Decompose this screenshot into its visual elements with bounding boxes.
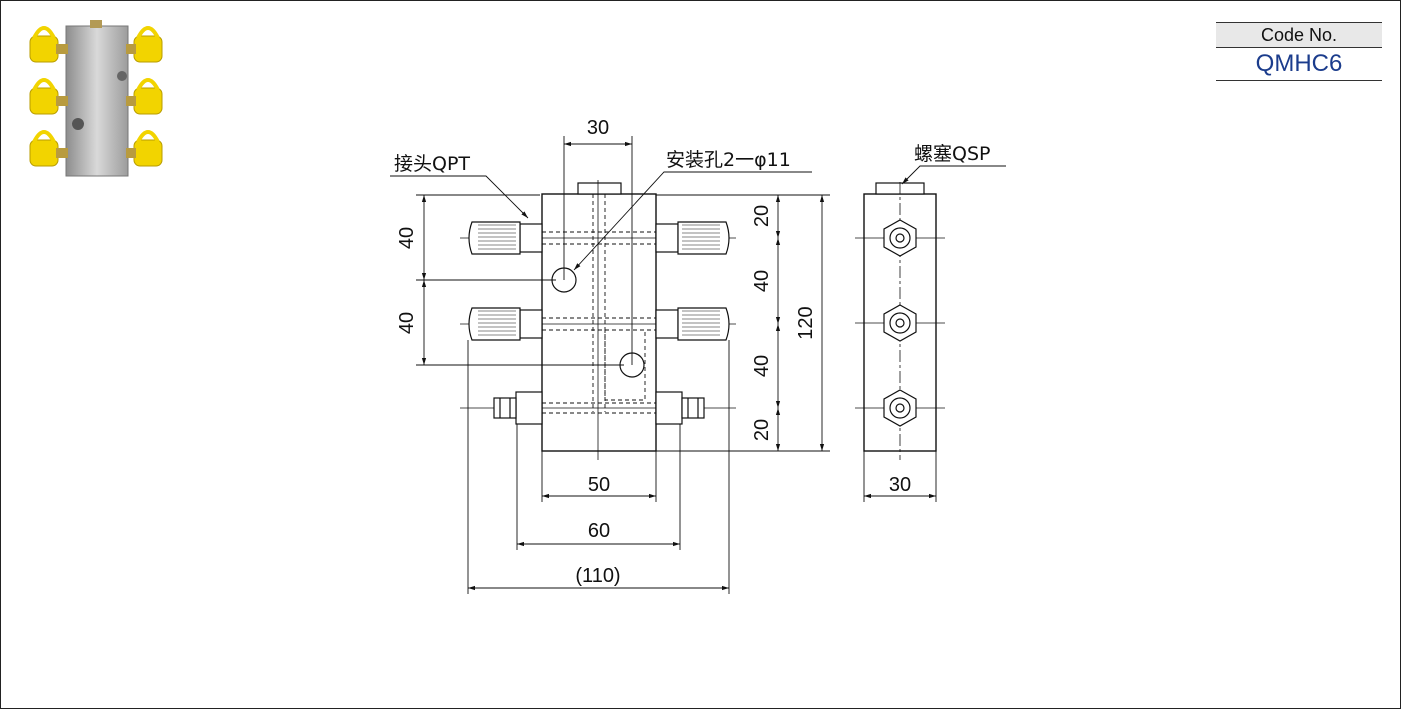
dim-overall-width: (110): [575, 565, 620, 587]
label-plug-qsp: 螺塞QSP: [914, 143, 990, 165]
fitting-right-lower: [655, 391, 705, 425]
dim-side-width: 30: [889, 474, 911, 496]
product-photo: [29, 20, 163, 177]
dim-left-pitch-upper: 40: [396, 227, 418, 249]
body-front-view: [541, 193, 657, 452]
dim-right-pitch-upper: 40: [751, 270, 773, 292]
plug-middle: [883, 304, 917, 342]
code-number-label: Code No.: [1216, 22, 1382, 48]
fitting-left-upper: [468, 221, 543, 255]
dim-right-bottom-margin: 20: [751, 419, 773, 441]
dim-total-height: 120: [795, 306, 817, 339]
label-joint-qpt: 接头QPT: [394, 153, 470, 175]
plug-upper: [883, 219, 917, 257]
fitting-left-lower: [493, 391, 543, 425]
dim-right-top-margin: 20: [751, 205, 773, 227]
label-mount-hole: 安装孔2一φ11: [666, 149, 791, 171]
dim-body-width: 50: [588, 474, 610, 496]
dim-left-pitch-lower: 40: [396, 312, 418, 334]
dim-right-pitch-lower: 40: [751, 355, 773, 377]
fitting-left-middle: [468, 307, 543, 341]
fitting-right-middle: [655, 307, 730, 341]
fitting-right-upper: [655, 221, 730, 255]
code-number-value: QMHC6: [1216, 48, 1382, 81]
dim-top-width: 30: [587, 117, 609, 139]
code-number-box: Code No. QMHC6: [1216, 22, 1382, 81]
dim-fitting-span: 60: [588, 520, 610, 542]
plug-lower: [883, 389, 917, 427]
